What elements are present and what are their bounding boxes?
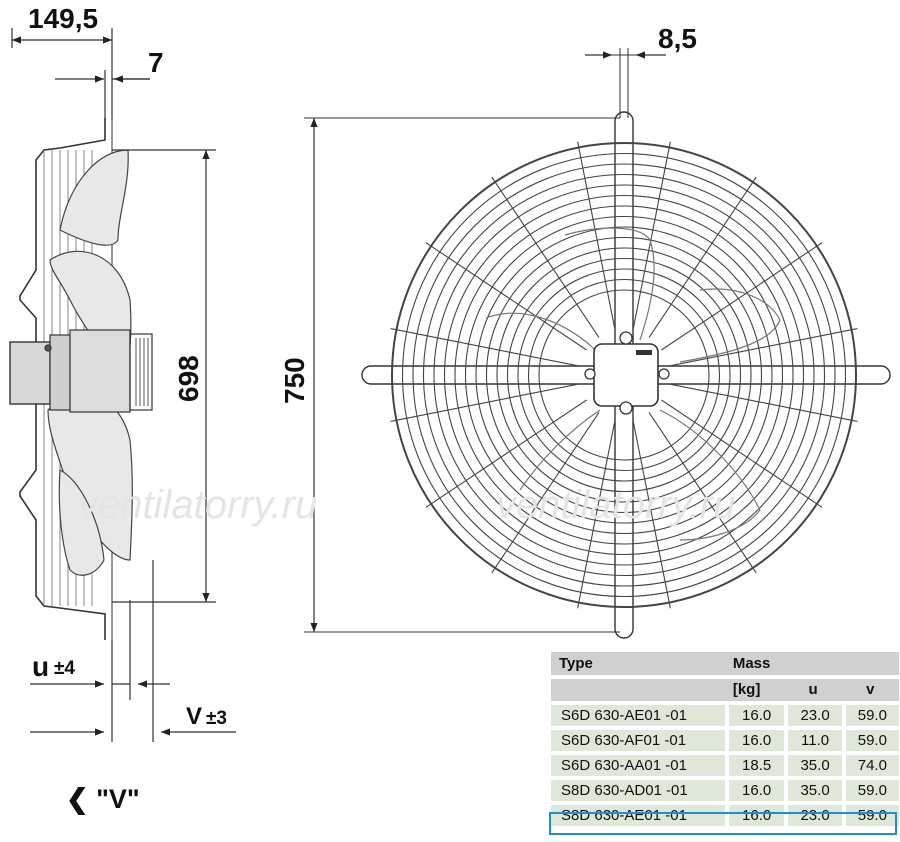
guard-ring	[538, 289, 710, 461]
guard-spokes	[390, 141, 858, 609]
table-row[interactable]: S6D 630-AF01 -01 16.0 11.0 59.0	[551, 730, 899, 751]
cell-u: 23.0	[784, 805, 842, 826]
cell-type: S6D 630-AA01 -01	[551, 755, 725, 776]
guard-ring	[517, 268, 731, 482]
cell-v: 74.0	[841, 755, 899, 776]
table-row[interactable]: S6D 630-AE01 -01 16.0 23.0 59.0	[551, 705, 899, 726]
guard-spoke	[632, 141, 671, 332]
guard-spoke	[667, 328, 858, 367]
dim-7: 7	[148, 47, 164, 78]
header-mass: Mass	[724, 652, 785, 675]
guard-ring	[464, 215, 784, 535]
cell-v: 59.0	[841, 805, 899, 826]
guard-ring	[496, 247, 752, 503]
cell-mass: 16.0	[724, 805, 785, 826]
guard-spoke	[661, 242, 823, 351]
guard-ring	[433, 184, 815, 566]
table-row[interactable]: S8D 630-AD01 -01 16.0 35.0 59.0	[551, 780, 899, 801]
guard-spoke	[667, 383, 858, 422]
guard-ring	[475, 226, 773, 524]
cell-mass: 16.0	[724, 705, 785, 726]
cell-type: S6D 630-AE01 -01	[551, 705, 725, 726]
guard-ring	[506, 257, 742, 493]
cell-mass: 18.5	[724, 755, 785, 776]
motor-body	[9, 341, 51, 405]
cell-u: 23.0	[784, 705, 842, 726]
table-row-selected[interactable]: S8D 630-AE01 -01 16.0 23.0 59.0	[551, 805, 899, 826]
cell-type: S8D 630-AD01 -01	[551, 780, 725, 801]
cell-v: 59.0	[841, 730, 899, 751]
guard-spoke	[491, 412, 600, 574]
table-row[interactable]: S6D 630-AA01 -01 18.5 35.0 74.0	[551, 755, 899, 776]
watermark-2: ventilatorry.ru	[496, 483, 735, 527]
guard-spoke	[390, 328, 581, 367]
cell-v: 59.0	[841, 780, 899, 801]
guard-ring	[422, 173, 826, 577]
dim-698: 698	[173, 355, 204, 402]
cell-mass: 16.0	[724, 730, 785, 751]
dim-v-tol: ±3	[206, 708, 227, 729]
header-v: v	[841, 679, 899, 701]
guard-spoke	[661, 399, 823, 508]
spec-table: Type Mass [kg] u v S6D 630-AE01 -01 16.0…	[551, 648, 899, 830]
dim-v-label: V	[186, 703, 202, 730]
dim-u-label: u	[32, 651, 49, 682]
guard-ring	[391, 142, 857, 608]
guard-rings	[391, 142, 857, 608]
cell-type: S8D 630-AE01 -01	[551, 805, 725, 826]
guard-spoke	[577, 418, 616, 609]
impeller-blades	[485, 227, 781, 541]
guard-ring	[454, 205, 794, 545]
guard-spoke	[491, 176, 600, 338]
guard-spoke	[632, 418, 671, 609]
cell-v: 59.0	[841, 705, 899, 726]
dim-u-tol: ±4	[54, 658, 75, 679]
cell-u: 35.0	[784, 780, 842, 801]
guard-spoke	[425, 242, 587, 351]
front-view	[304, 48, 891, 639]
guard-spoke	[648, 412, 757, 574]
cell-mass: 16.0	[724, 780, 785, 801]
guard-spoke	[577, 141, 616, 332]
guard-ring	[527, 278, 721, 472]
guard-ring	[412, 163, 836, 587]
guard-spoke	[425, 399, 587, 508]
cell-u: 11.0	[784, 730, 842, 751]
guard-ring	[401, 152, 847, 598]
side-view	[9, 28, 236, 742]
header-mass-unit: [kg]	[724, 679, 785, 701]
dim-750: 750	[279, 357, 310, 404]
dim-149-5: 149,5	[28, 3, 98, 34]
guard-ring	[485, 236, 763, 514]
view-v-label: ❮ "V"	[66, 784, 140, 815]
guard-spoke	[390, 383, 581, 422]
guard-spoke	[648, 176, 757, 338]
cell-u: 35.0	[784, 755, 842, 776]
watermark: ventilatorry.ru	[78, 483, 317, 527]
header-type: Type	[551, 652, 725, 675]
header-u: u	[784, 679, 842, 701]
guard-ring	[443, 194, 805, 556]
cell-type: S6D 630-AF01 -01	[551, 730, 725, 751]
dim-8-5: 8,5	[658, 23, 697, 54]
